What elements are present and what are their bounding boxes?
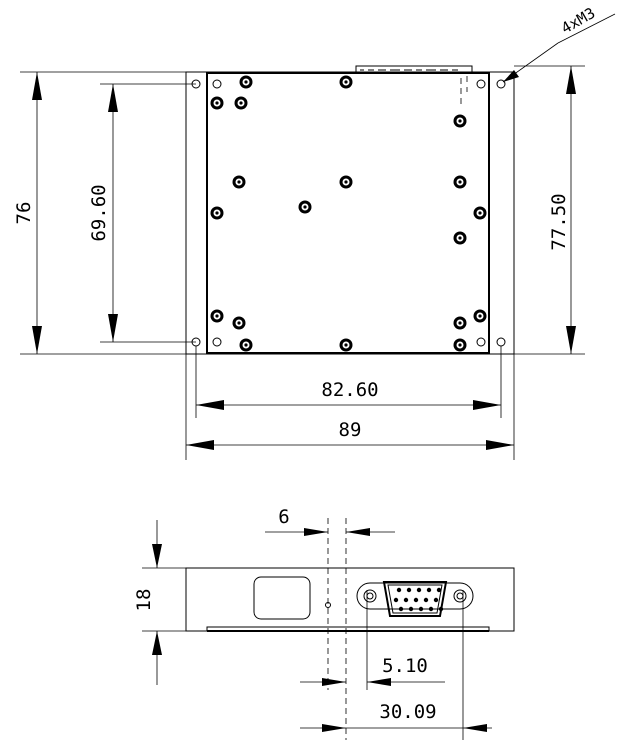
dim-connector-width-label: 30.09 xyxy=(379,701,436,723)
connector-pin xyxy=(408,606,414,612)
screw-icon xyxy=(298,200,312,214)
connector-pin xyxy=(393,597,399,603)
hole-callout: 4xM3 xyxy=(502,4,616,83)
top-view: 76 69.60 77.50 4xM3 xyxy=(13,4,616,460)
screw-icon xyxy=(210,309,224,323)
dim-height-holes-label: 69.60 xyxy=(88,184,110,241)
screw-icon xyxy=(339,75,353,89)
dim-side-offset: 6 xyxy=(265,506,395,536)
dim-connector-offset: 5.10 xyxy=(300,655,445,686)
screw-icon xyxy=(453,316,467,330)
connector-pin xyxy=(426,587,432,593)
screw-icon xyxy=(239,75,253,89)
screw-icon xyxy=(234,96,248,110)
connector-pin xyxy=(433,597,439,603)
dim-connector-width: 30.09 xyxy=(300,701,492,732)
side-view: 6 18 5.10 30.09 xyxy=(133,506,515,740)
connector-pin xyxy=(396,587,402,593)
connector-pin xyxy=(428,606,434,612)
dim-side-height: 18 xyxy=(133,520,186,685)
connector-pin xyxy=(403,597,409,603)
db-connector xyxy=(356,581,474,617)
mounting-holes xyxy=(191,79,506,347)
connector-pin xyxy=(436,587,442,593)
dim-connector-offset-label: 5.10 xyxy=(382,655,428,677)
dim-height-right: 77.50 xyxy=(548,66,576,354)
dim-width-holes-label: 82.60 xyxy=(321,379,378,401)
connector-pin xyxy=(418,606,424,612)
screw-icon xyxy=(473,206,487,220)
dim-height-holes: 69.60 xyxy=(88,84,118,342)
dim-height-right-label: 77.50 xyxy=(548,193,570,250)
screw-icon xyxy=(339,175,353,189)
connector-pin xyxy=(423,597,429,603)
dim-side-height-label: 18 xyxy=(133,589,155,612)
connector-pin xyxy=(406,587,412,593)
dim-width-outer: 89 xyxy=(186,419,514,450)
connector-pin xyxy=(438,606,444,612)
screw-icon xyxy=(210,96,224,110)
inner-board-outline xyxy=(206,72,490,354)
screw-icon xyxy=(239,338,253,352)
screw-icon xyxy=(339,338,353,352)
screw-icon xyxy=(453,338,467,352)
top-connector-strip xyxy=(355,65,473,74)
dim-width-outer-label: 89 xyxy=(339,419,362,441)
screw-icon xyxy=(232,316,246,330)
connector-pin xyxy=(398,606,404,612)
dim-height-outer-label: 76 xyxy=(13,202,35,225)
connector-pin xyxy=(416,587,422,593)
screw-icon xyxy=(453,175,467,189)
dim-width-holes: 82.60 xyxy=(196,379,501,410)
screw-icon xyxy=(473,309,487,323)
screw-icon xyxy=(210,206,224,220)
dim-height-outer: 76 xyxy=(13,72,42,354)
power-port xyxy=(253,576,311,620)
screws xyxy=(210,75,487,352)
screw-icon xyxy=(232,175,246,189)
screw-icon xyxy=(453,114,467,128)
dim-side-offset-label: 6 xyxy=(278,506,289,528)
connector-pin xyxy=(413,597,419,603)
outer-plate-outline xyxy=(185,71,515,355)
screw-icon xyxy=(453,231,467,245)
